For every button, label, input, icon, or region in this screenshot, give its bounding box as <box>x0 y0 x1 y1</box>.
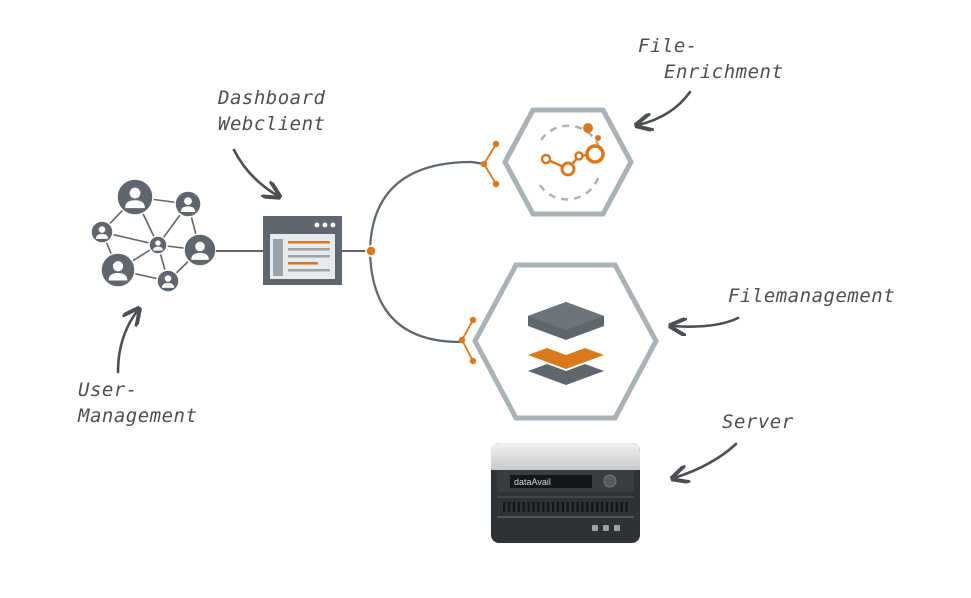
server-vent-slot <box>571 502 574 512</box>
file-enrichment-label-line2: Enrichment <box>664 61 783 83</box>
server-vent-slot <box>610 502 613 512</box>
server-vent-slot <box>615 502 618 512</box>
server-vent-slot <box>586 502 589 512</box>
arrow-to-filemanagement <box>672 318 740 327</box>
plug-connector-bottom <box>458 316 477 365</box>
server-vent-slot <box>527 502 530 512</box>
server-vent-slot <box>542 502 545 512</box>
plug-connector-top <box>471 140 500 188</box>
arrow-to-server <box>674 442 738 478</box>
server-vent-slot <box>561 502 564 512</box>
server-vent-slot <box>503 502 506 512</box>
user-avatar-node <box>90 220 114 244</box>
server-badge-label: dataAvail <box>514 477 551 487</box>
user-management-label-line2: Management <box>77 405 197 427</box>
server-vent-slot <box>532 502 535 512</box>
server-vent-slot <box>591 502 594 512</box>
dashboard-label-line2: Webclient <box>218 113 325 135</box>
server-label: Server <box>722 411 794 433</box>
user-avatar-node <box>148 235 168 255</box>
server-vent-slot <box>620 502 623 512</box>
server-vent-slot <box>601 502 604 512</box>
server-vent-slot <box>581 502 584 512</box>
enrichment-graph-icon <box>535 123 605 201</box>
server-vent-slot <box>556 502 560 512</box>
server-icon: dataAvail <box>491 443 640 543</box>
user-avatar-node <box>116 178 154 216</box>
server-vent-slot <box>522 502 525 512</box>
user-avatar-node <box>183 233 217 267</box>
server-vent-slot <box>537 502 540 512</box>
user-avatar-node <box>174 190 202 218</box>
stacked-layers-icon <box>528 302 604 385</box>
server-vent-slot <box>605 502 609 512</box>
file-enrichment-label-line1: File- <box>638 35 698 57</box>
browser-window-icon <box>263 216 342 285</box>
user-avatar-node <box>100 252 136 288</box>
server-vent-slot <box>512 502 515 512</box>
arrow-to-dashboard <box>232 148 278 196</box>
server-vent-slot <box>596 502 599 512</box>
dashboard-label-line1: Dashboard <box>217 87 326 109</box>
user-management-label-line1: User- <box>78 379 138 401</box>
server-vent-slot <box>566 502 569 512</box>
server-vent-slot <box>547 502 550 512</box>
user-network-icon <box>90 178 217 293</box>
server-vent-slot <box>625 502 628 512</box>
arrow-to-enrichment <box>638 90 692 125</box>
server-vent-slot <box>507 502 511 512</box>
server-vent-slot <box>576 502 579 512</box>
filemanagement-label: Filemanagement <box>728 285 895 307</box>
server-vent-slot <box>517 502 520 512</box>
arrow-to-users <box>116 310 138 374</box>
user-avatar-node <box>156 269 180 293</box>
branch-connector <box>365 160 473 344</box>
server-vent-slot <box>552 502 555 512</box>
